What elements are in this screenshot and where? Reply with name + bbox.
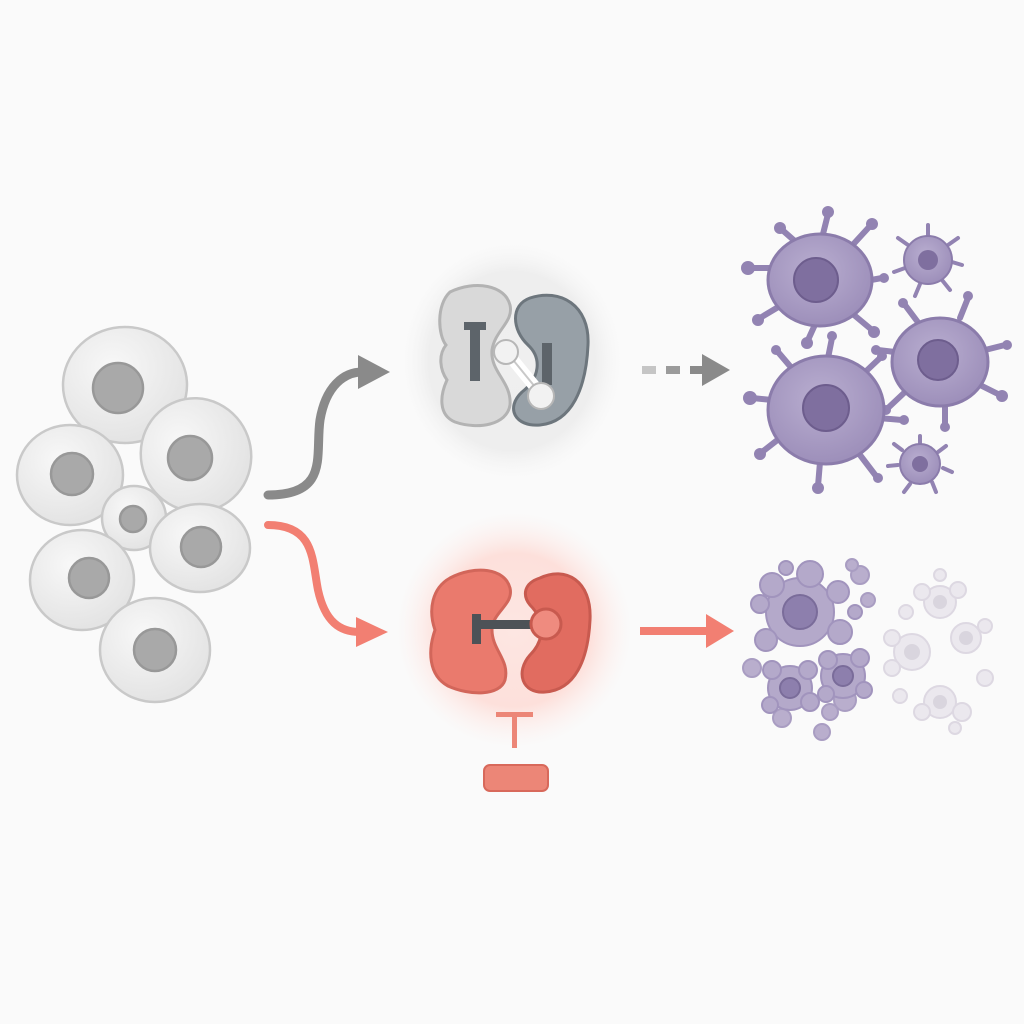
fragmented-cell-icon [751,561,862,651]
activated-cell-icon [743,331,909,494]
source-cell [100,598,210,702]
upper-path-arrow [268,355,390,495]
faded-fragment-icon [884,569,993,734]
complex-normal-group [401,242,623,480]
fragmented-cells-group [743,559,993,740]
activated-cell-icon [888,436,952,492]
fragmented-cell-icon [818,649,872,702]
outcome-arrow-red [640,614,734,648]
activated-cells-group [741,206,1012,494]
source-cell [150,504,250,592]
lower-path-arrow [268,525,388,647]
dashed-arrow [642,354,730,386]
cell-cluster-icon [17,327,267,702]
activated-cell-icon [894,225,962,296]
activated-cell-icon [741,206,889,349]
activated-cell-icon [871,291,1012,432]
fragmented-cell-icon [762,661,819,713]
